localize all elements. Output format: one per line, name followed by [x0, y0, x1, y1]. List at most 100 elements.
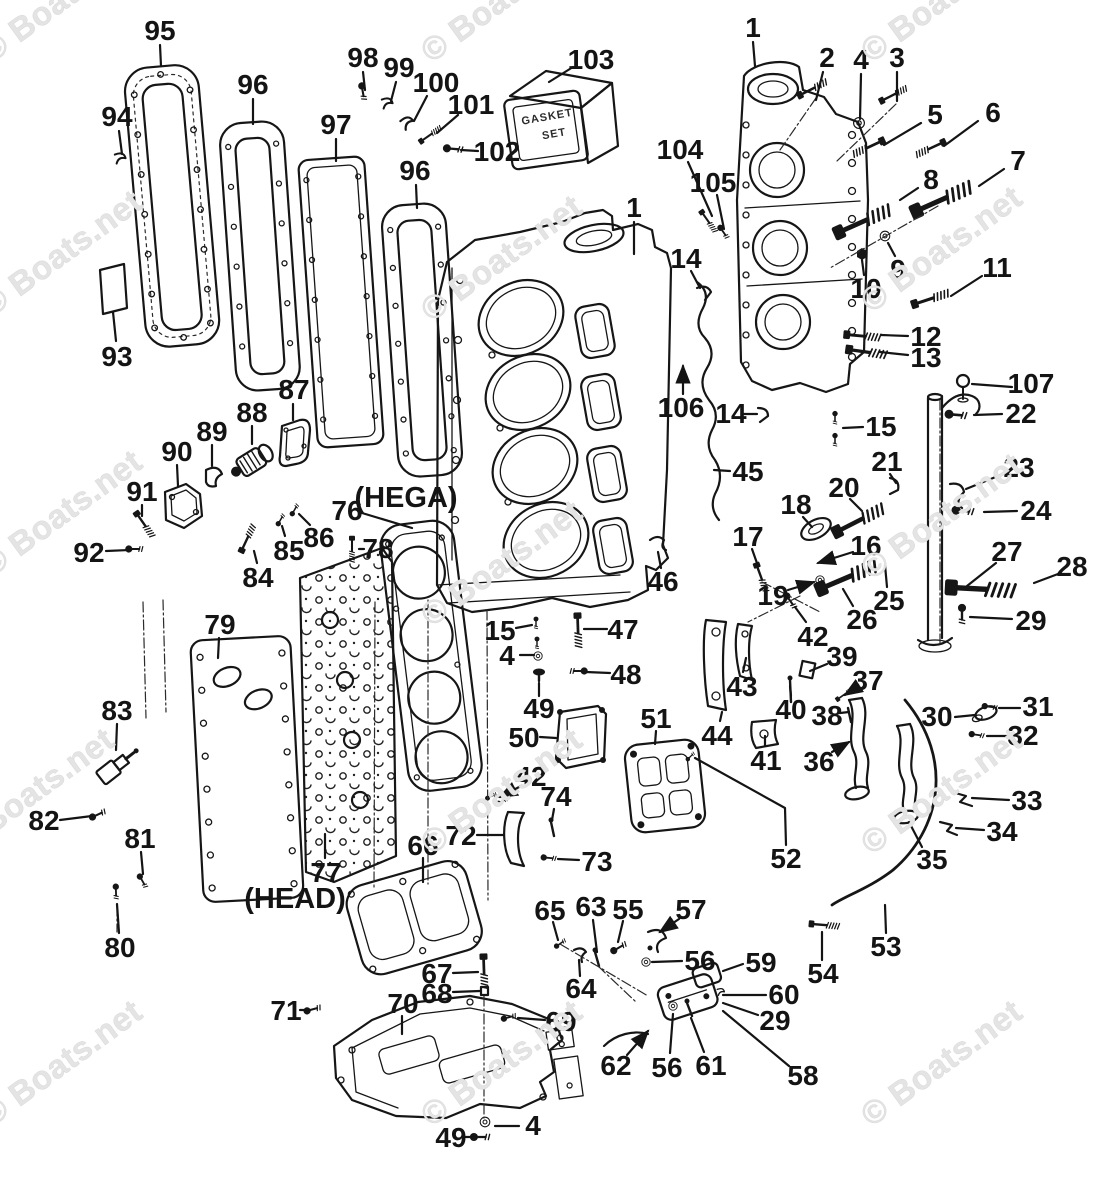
- callout-label: 54: [807, 958, 839, 989]
- leader-line: [252, 549, 259, 565]
- callout-60-76: 60: [721, 979, 800, 1010]
- leader-line: [550, 807, 556, 822]
- callout-96-4: 96: [399, 155, 431, 210]
- leader-line: [907, 820, 924, 849]
- callout-35-61: 35: [907, 820, 948, 875]
- part-77-cylinder-head: [298, 546, 398, 884]
- part-103-box: [503, 69, 620, 171]
- callout-label: 100: [413, 67, 460, 98]
- part-49-cap: [533, 668, 545, 683]
- leader-line: [953, 713, 977, 719]
- callout-label: 4: [853, 44, 869, 75]
- callout-label: 19: [757, 580, 788, 611]
- callout-label: 64: [565, 973, 597, 1004]
- callout-63-68: 63: [575, 891, 607, 954]
- callout-label: 53: [870, 931, 901, 962]
- callout-65-69: 65: [534, 895, 566, 942]
- callout-label: 37: [852, 665, 883, 696]
- callout-105-27: 105: [690, 167, 736, 231]
- callout-99-7: 99: [383, 52, 415, 103]
- callout-13-25: 13: [878, 342, 942, 373]
- leader-line: [451, 989, 482, 994]
- callout-4-85: 4: [493, 1110, 541, 1141]
- callout-label: 27: [991, 536, 1022, 567]
- part-83-spark-plug: [95, 748, 139, 786]
- callout-label: 56: [651, 1052, 682, 1083]
- callout-62-72: 62: [600, 1029, 650, 1081]
- leader-line: [625, 1029, 650, 1057]
- callout-87-101: 87: [278, 374, 310, 422]
- leader-line: [668, 1012, 675, 1055]
- callout-label: 83: [101, 695, 132, 726]
- callout-34-60: 34: [954, 816, 1018, 847]
- callout-9-21: 9: [886, 241, 906, 285]
- callout-21-34: 21: [871, 446, 903, 485]
- callout-37-51: 37: [843, 665, 884, 697]
- part-79-head-cover: [189, 635, 305, 903]
- callout-81-88: 81: [124, 823, 156, 876]
- callout-label: 21: [871, 446, 902, 477]
- callout-label: 42: [797, 621, 828, 652]
- callout-40-52: 40: [775, 684, 807, 725]
- leader-line: [715, 193, 726, 231]
- callout-25-45: 25: [873, 563, 905, 616]
- leader-line: [538, 735, 558, 740]
- callout-label: 23: [1003, 452, 1034, 483]
- leader-line: [435, 113, 460, 135]
- callout-label: 1: [626, 192, 642, 223]
- callout-label: 72: [445, 820, 476, 851]
- callout-32-56: 32: [985, 720, 1039, 751]
- callout-label: 29: [1015, 605, 1046, 636]
- callout-1-13: 1: [626, 192, 642, 256]
- callout-label: 35: [916, 844, 947, 875]
- callout-label: 28: [1056, 551, 1087, 582]
- callout-label: 77: [310, 857, 341, 888]
- leader-line: [970, 796, 1011, 802]
- part-89-clip: [204, 466, 224, 488]
- callout-79-91: 79: [204, 609, 236, 660]
- callout-label: 90: [161, 436, 192, 467]
- callout-label: 80: [104, 932, 135, 963]
- callout-label: 42: [515, 761, 546, 792]
- callout-label: 16: [850, 530, 881, 561]
- leader-line: [616, 919, 625, 944]
- leader-line: [793, 605, 808, 624]
- callout-2-14: 2: [814, 42, 835, 102]
- callout-74-113: 74: [540, 781, 572, 822]
- callout-94-1: 94: [101, 101, 133, 156]
- leader-line: [741, 656, 748, 674]
- callout-label: 101: [448, 89, 495, 120]
- callout-57-66: 57: [658, 894, 707, 934]
- leader-line: [389, 80, 398, 103]
- leader-line: [858, 72, 863, 121]
- part-93-strip: [98, 262, 129, 316]
- callout-5-17: 5: [882, 99, 943, 147]
- callout-label: 82: [28, 805, 59, 836]
- leader-line: [808, 662, 829, 673]
- callout-30-54: 30: [921, 701, 977, 732]
- leader-line: [841, 425, 865, 430]
- callout-label: 97: [320, 109, 351, 140]
- callout-16-41: 16: [815, 530, 882, 566]
- callout-label: 33: [1011, 785, 1042, 816]
- part-53-hose: [830, 698, 938, 907]
- box-103-line1: GASKET: [521, 107, 574, 128]
- leader-line: [712, 468, 732, 473]
- leader-line: [721, 1001, 760, 1017]
- part-34-clip: [938, 820, 959, 837]
- callout-label: 25: [873, 585, 904, 616]
- callout-15-105: 15: [484, 615, 534, 646]
- callout-label: 93: [101, 341, 132, 372]
- leader-line: [954, 826, 986, 832]
- callout-label: 4: [525, 1110, 541, 1141]
- callout-80-87: 80: [104, 902, 136, 963]
- part-95-gasket: [123, 64, 221, 348]
- leader-line: [556, 857, 581, 862]
- leader-line: [216, 636, 221, 660]
- callout-49-109: 49: [523, 681, 555, 724]
- callout-14-30: 14: [715, 398, 759, 429]
- watermark-layer: © Boats.net© Boats.net© Boats.net© Boats…: [0, 0, 1029, 1134]
- watermark-text: © Boats.net: [0, 0, 149, 69]
- leader-line: [689, 1016, 706, 1054]
- callout-58-78: 58: [721, 1009, 819, 1091]
